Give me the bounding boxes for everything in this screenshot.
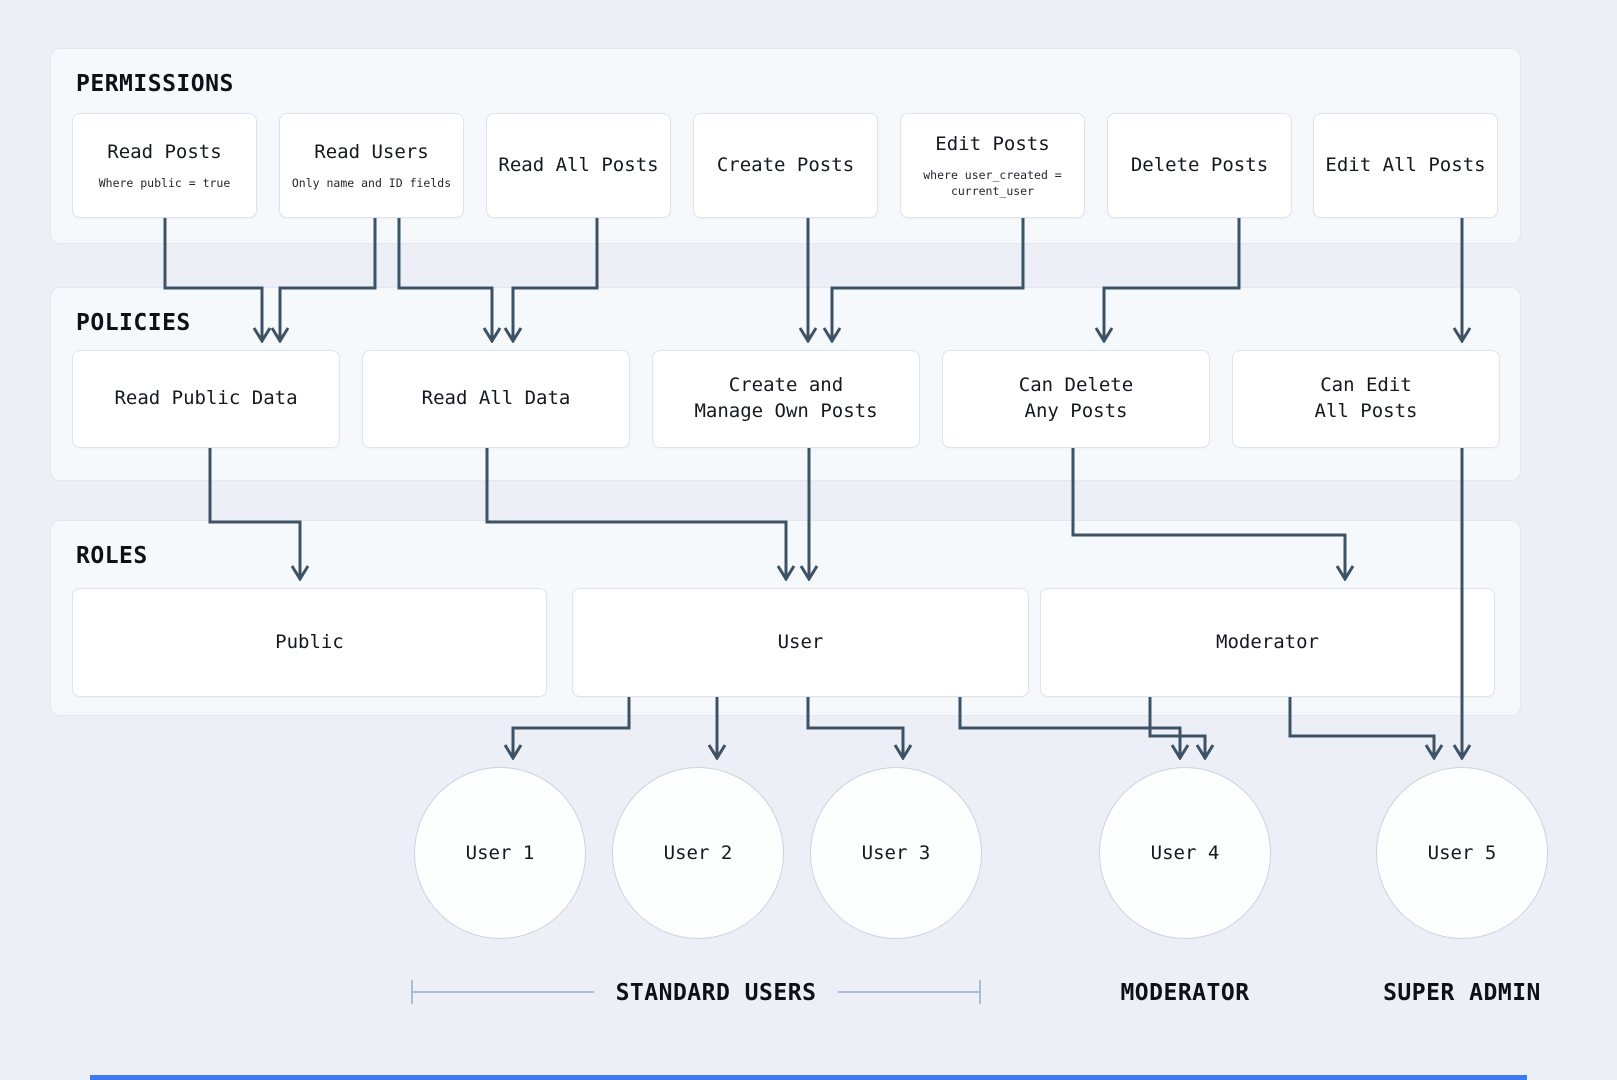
- role-node-user: User: [572, 588, 1029, 697]
- role-label: Moderator: [1216, 630, 1319, 653]
- policy-node-can-edit-all-posts: Can Edit All Posts: [1232, 350, 1500, 448]
- user-circle-5: User 5: [1376, 767, 1548, 939]
- role-node-moderator: Moderator: [1040, 588, 1495, 697]
- group-label-standard-users: STANDARD USERS: [615, 980, 817, 1006]
- bottom-scrollbar: [90, 1075, 1527, 1080]
- policy-label: Read Public Data: [114, 387, 298, 410]
- permission-note: where user_created = current_user: [923, 167, 1062, 198]
- group-label-super-admin: SUPER ADMIN: [1383, 980, 1541, 1006]
- permission-node-create-posts: Create Posts: [693, 113, 878, 218]
- permission-label: Read All Posts: [498, 153, 659, 176]
- user-circle-2: User 2: [612, 767, 784, 939]
- role-label: User: [777, 630, 824, 653]
- permission-node-read-users: Read Users Only name and ID fields: [279, 113, 464, 218]
- permission-label: Edit Posts: [935, 133, 1050, 156]
- policy-node-read-public-data: Read Public Data: [72, 350, 340, 448]
- role-label: Public: [275, 630, 344, 653]
- policy-label: Read All Data: [421, 387, 571, 410]
- permission-note: Only name and ID fields: [291, 175, 452, 190]
- permission-label: Read Users: [314, 141, 429, 164]
- role-node-public: Public: [72, 588, 547, 697]
- permission-label: Delete Posts: [1130, 153, 1269, 176]
- permission-label: Create Posts: [716, 153, 855, 176]
- roles-section-title: ROLES: [76, 543, 148, 569]
- user-circle-4: User 4: [1099, 767, 1271, 939]
- policies-section-title: POLICIES: [76, 310, 191, 336]
- policy-label: Can Delete Any Posts: [1018, 374, 1134, 422]
- permission-node-edit-all-posts: Edit All Posts: [1313, 113, 1498, 218]
- permission-label: Read Posts: [107, 141, 222, 164]
- permission-note: Where public = true: [98, 175, 231, 190]
- permission-node-read-all-posts: Read All Posts: [486, 113, 671, 218]
- permission-node-read-posts: Read Posts Where public = true: [72, 113, 257, 218]
- policy-label: Can Edit All Posts: [1314, 374, 1418, 422]
- policy-node-read-all-data: Read All Data: [362, 350, 630, 448]
- user-circle-1: User 1: [414, 767, 586, 939]
- policy-label: Create and Manage Own Posts: [694, 374, 878, 422]
- policy-node-can-delete-any-posts: Can Delete Any Posts: [942, 350, 1210, 448]
- permission-node-delete-posts: Delete Posts: [1107, 113, 1292, 218]
- permission-node-edit-posts: Edit Posts where user_created = current_…: [900, 113, 1085, 218]
- group-label-moderator: MODERATOR: [1120, 980, 1250, 1006]
- permissions-section-title: PERMISSIONS: [76, 71, 234, 97]
- user-circle-3: User 3: [810, 767, 982, 939]
- policy-node-create-manage-own-posts: Create and Manage Own Posts: [652, 350, 920, 448]
- permission-label: Edit All Posts: [1325, 153, 1486, 176]
